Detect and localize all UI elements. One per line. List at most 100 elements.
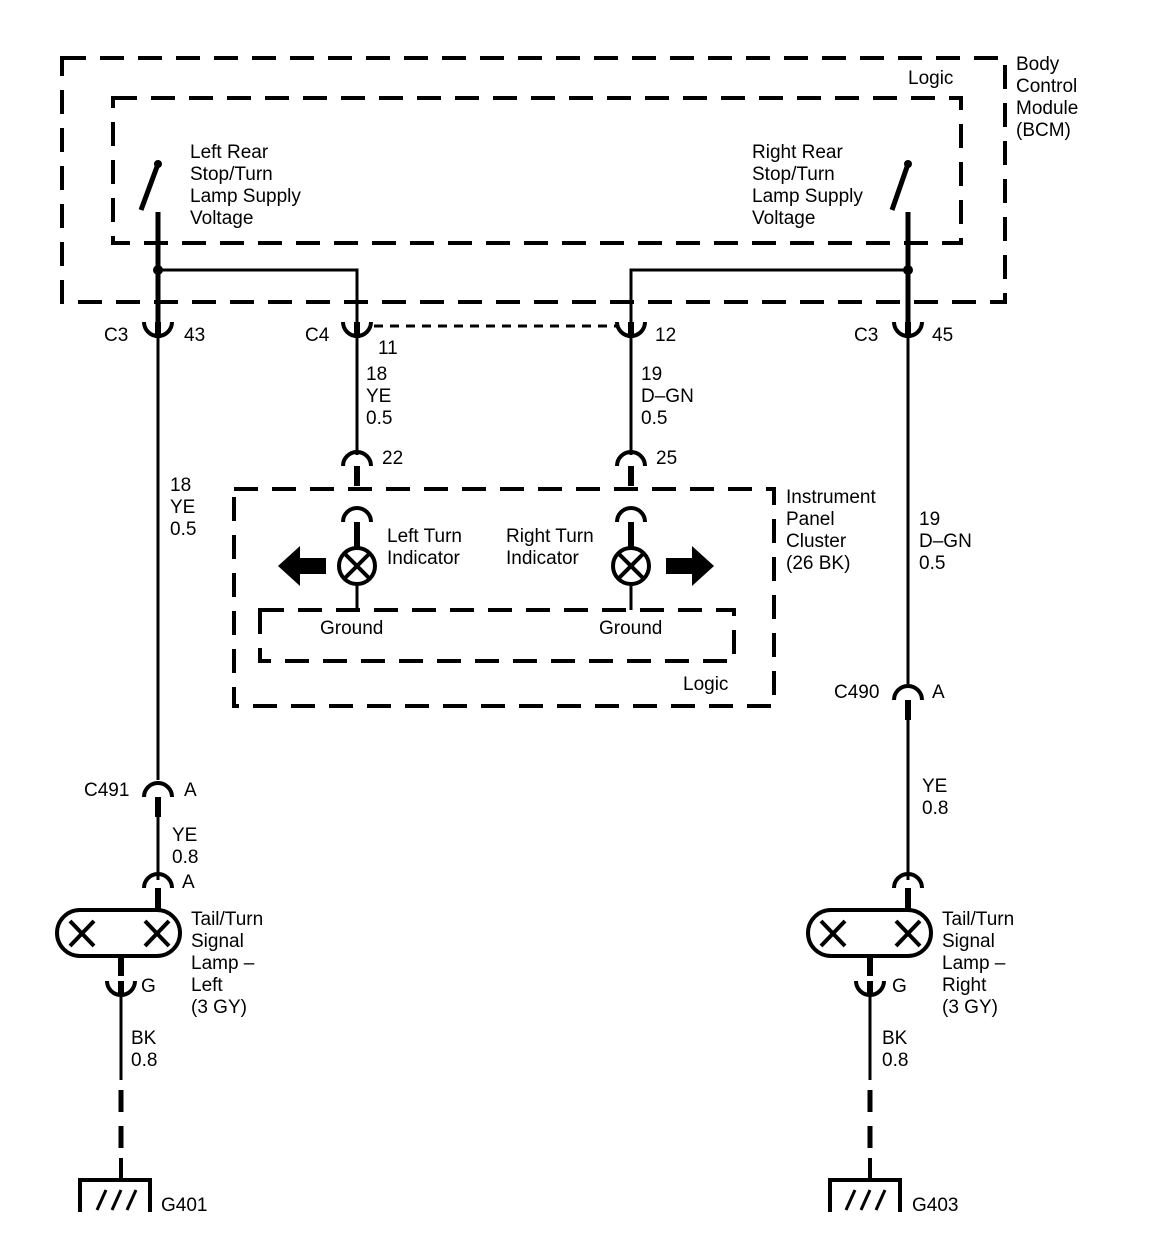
svg-text:D–GN: D–GN bbox=[919, 531, 972, 552]
svg-text:YE: YE bbox=[172, 825, 197, 846]
svg-text:0.5: 0.5 bbox=[366, 408, 392, 429]
svg-text:19: 19 bbox=[641, 364, 662, 385]
connector-c4-12 bbox=[615, 321, 647, 338]
svg-text:BK: BK bbox=[882, 1028, 908, 1049]
left-turn-indicator-label: Left Turn Indicator bbox=[387, 526, 462, 569]
connector-left-lamp-a bbox=[142, 872, 174, 910]
svg-text:YE: YE bbox=[366, 386, 391, 407]
svg-text:Indicator: Indicator bbox=[387, 548, 461, 569]
svg-text:Control: Control bbox=[1016, 76, 1077, 97]
svg-text:Lamp –: Lamp – bbox=[942, 953, 1006, 974]
svg-text:Tail/Turn: Tail/Turn bbox=[191, 909, 263, 930]
c3-left-pin: 43 bbox=[184, 325, 205, 346]
ipc-ground-right: Ground bbox=[599, 618, 662, 639]
left-lamp-pin: A bbox=[182, 872, 195, 893]
ipc-right-pin: 25 bbox=[656, 448, 677, 469]
svg-text:Lamp Supply: Lamp Supply bbox=[190, 186, 301, 207]
svg-text:Voltage: Voltage bbox=[752, 208, 815, 229]
svg-text:Panel: Panel bbox=[786, 509, 835, 530]
left-arrow-icon bbox=[278, 546, 326, 586]
svg-text:0.8: 0.8 bbox=[172, 847, 198, 868]
wire-left-lamp-feed-label: YE 0.8 bbox=[172, 825, 198, 868]
connector-c490 bbox=[892, 684, 924, 720]
c490-pin: A bbox=[932, 682, 945, 703]
svg-text:Signal: Signal bbox=[942, 931, 995, 952]
ipc-ground-left: Ground bbox=[320, 618, 383, 639]
svg-text:Cluster: Cluster bbox=[786, 531, 847, 552]
wire-right-lamp-feed-label: YE 0.8 bbox=[922, 776, 948, 819]
right-turn-indicator bbox=[611, 506, 651, 610]
svg-text:Stop/Turn: Stop/Turn bbox=[752, 164, 835, 185]
ipc-logic-box bbox=[258, 608, 736, 663]
left-tail-turn-lamp bbox=[55, 908, 182, 976]
bcm-name: Body Control Module (BCM) bbox=[1016, 54, 1078, 141]
svg-text:YE: YE bbox=[922, 776, 947, 797]
svg-text:Indicator: Indicator bbox=[506, 548, 580, 569]
c3-right-name: C3 bbox=[854, 325, 878, 346]
c3-left-name: C3 bbox=[104, 325, 128, 346]
svg-text:Lamp –: Lamp – bbox=[191, 953, 255, 974]
svg-text:0.5: 0.5 bbox=[170, 519, 196, 540]
svg-text:Module: Module bbox=[1016, 98, 1078, 119]
left-branch-wire bbox=[158, 268, 359, 330]
connector-c3-45 bbox=[892, 321, 924, 338]
wire-c4-left-label: 18 YE 0.5 bbox=[366, 364, 392, 429]
svg-text:(BCM): (BCM) bbox=[1016, 120, 1071, 141]
svg-text:Tail/Turn: Tail/Turn bbox=[942, 909, 1014, 930]
svg-text:Instrument: Instrument bbox=[786, 487, 876, 508]
left-turn-indicator bbox=[337, 506, 377, 610]
svg-text:(3 GY): (3 GY) bbox=[942, 997, 998, 1018]
ipc-outer-box bbox=[232, 487, 776, 708]
ipc-name: Instrument Panel Cluster (26 BK) bbox=[786, 487, 876, 574]
right-tail-turn-lamp bbox=[806, 908, 933, 976]
right-lamp-label: Tail/Turn Signal Lamp – Right (3 GY) bbox=[942, 909, 1014, 1018]
connector-right-ground-g bbox=[854, 980, 886, 997]
svg-text:Right: Right bbox=[942, 975, 987, 996]
connector-c4-11 bbox=[341, 321, 373, 338]
svg-text:0.8: 0.8 bbox=[882, 1050, 908, 1071]
right-ground-pin: G bbox=[892, 976, 907, 997]
bcm-logic-label: Logic bbox=[908, 68, 953, 89]
connector-c3-43 bbox=[142, 321, 174, 338]
svg-text:Lamp Supply: Lamp Supply bbox=[752, 186, 863, 207]
c4-right-pin: 12 bbox=[655, 325, 676, 346]
svg-text:18: 18 bbox=[170, 475, 191, 496]
right-supply-switch bbox=[889, 160, 912, 330]
svg-text:0.8: 0.8 bbox=[131, 1050, 157, 1071]
connector-right-lamp bbox=[892, 872, 924, 910]
svg-text:Right Rear: Right Rear bbox=[752, 142, 843, 163]
ground-g403-icon bbox=[828, 1158, 902, 1212]
bcm-logic-box bbox=[111, 96, 963, 245]
left-ground-pin: G bbox=[141, 976, 156, 997]
svg-text:0.5: 0.5 bbox=[641, 408, 667, 429]
wire-left-main-label: 18 YE 0.5 bbox=[170, 475, 196, 540]
ipc-logic-label: Logic bbox=[683, 674, 728, 695]
svg-text:18: 18 bbox=[366, 364, 387, 385]
ground-g401-label: G401 bbox=[161, 1195, 207, 1216]
right-turn-indicator-label: Right Turn Indicator bbox=[506, 526, 594, 569]
svg-text:Body: Body bbox=[1016, 54, 1060, 75]
ipc-connector-25 bbox=[615, 450, 647, 486]
right-supply-label: Right Rear Stop/Turn Lamp Supply Voltage bbox=[752, 142, 863, 229]
svg-text:0.8: 0.8 bbox=[922, 798, 948, 819]
wire-right-ground-label: BK 0.8 bbox=[882, 1028, 908, 1071]
ground-g403-label: G403 bbox=[912, 1195, 958, 1216]
svg-text:D–GN: D–GN bbox=[641, 386, 694, 407]
svg-text:Voltage: Voltage bbox=[190, 208, 253, 229]
svg-text:0.5: 0.5 bbox=[919, 553, 945, 574]
c491-pin: A bbox=[184, 780, 197, 801]
right-arrow-icon bbox=[666, 546, 714, 586]
connector-left-ground-g bbox=[105, 980, 137, 997]
svg-text:19: 19 bbox=[919, 509, 940, 530]
svg-text:Right Turn: Right Turn bbox=[506, 526, 594, 547]
svg-text:BK: BK bbox=[131, 1028, 157, 1049]
c4-name: C4 bbox=[305, 325, 330, 346]
svg-text:(26 BK): (26 BK) bbox=[786, 553, 850, 574]
svg-text:(3 GY): (3 GY) bbox=[191, 997, 247, 1018]
c490-name: C490 bbox=[834, 682, 879, 703]
wire-c4-right-label: 19 D–GN 0.5 bbox=[641, 364, 694, 429]
ground-g401-icon bbox=[78, 1158, 152, 1212]
svg-text:Stop/Turn: Stop/Turn bbox=[190, 164, 273, 185]
c3-right-pin: 45 bbox=[932, 325, 953, 346]
